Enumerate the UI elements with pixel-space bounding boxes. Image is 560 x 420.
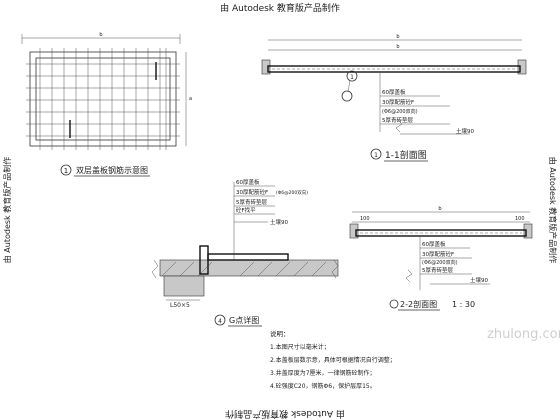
notes-item-2: 2.本盖板层数示意，具体可根据情况自行调整； [270, 356, 396, 364]
view1-dim-b: b [99, 32, 102, 38]
view4-right-support [523, 223, 533, 239]
view3-number: 4 [218, 318, 222, 325]
view3-number-circle [214, 314, 226, 326]
view4-scale: 1 : 30 [452, 300, 475, 309]
view1-number: 1 [64, 167, 68, 175]
view4-number-circle [389, 299, 399, 309]
view3-label-1: 60厚盖板 [236, 178, 260, 186]
view3-cover-plate [207, 253, 289, 261]
view4-label-2: 30厚配筋砼F [422, 250, 454, 258]
view1-rebar-grid [26, 48, 180, 150]
view1-title: 双层盖板钢筋示意图 [76, 165, 148, 175]
watermark-site: zhulong.com [487, 327, 560, 342]
notes-item-4: 4.砼强度C20，钢筋Φ6，保护层厚15。 [270, 382, 376, 390]
view3-ground-slab [159, 259, 339, 277]
view2-label-1: 60厚盖板 [382, 88, 406, 96]
view1-number-circle [60, 164, 72, 176]
notes-heading: 说明： [270, 329, 290, 338]
view1-inner-rect [35, 57, 171, 141]
view4-dim-b: b [438, 206, 441, 212]
view2-right-support [517, 59, 527, 75]
view3-title: G点详图 [229, 315, 259, 325]
view4-dim-right: 100 [515, 216, 525, 222]
notes-item-3: 3.井盖厚度为7厘米，一律钢筋砼制作； [270, 369, 376, 377]
view3-break-right [331, 259, 339, 279]
view2-detail-circle [341, 90, 353, 102]
view2-break-mark [395, 119, 403, 133]
view4-label-5: 土壤90 [470, 276, 488, 284]
view2-dim-b-sub: b [396, 44, 399, 50]
view3-detail-g: 60厚盖板 30厚配筋砼F (Φ6@200双向) 5厚青砖垫层 砼F找平 土壤9… [151, 178, 339, 327]
view3-foundation [163, 275, 205, 297]
view1-plan: b a 1 双层盖板钢筋示意图 [21, 32, 192, 177]
view3-label-5: 砼F找平 [236, 206, 256, 214]
view4-section-2-2: b 100 100 60厚盖板 30厚配筋砼F (Φ6@200双向) 5厚青砖垫… [349, 206, 533, 311]
view3-break-left [151, 259, 159, 279]
view4-label-4: 5厚青砖垫层 [422, 266, 453, 274]
view3-ground-hatch [161, 261, 327, 277]
view2-title: 1-1剖面图 [385, 149, 427, 161]
watermark-left: 由 Autodesk 教育版产品制作 [2, 157, 12, 263]
watermark-bottom: 由 Autodesk 教育版产品制作 [225, 408, 345, 420]
view2-label-2: 30厚配筋砼F [382, 98, 414, 106]
view2-label-4: 5厚青砖垫层 [382, 116, 413, 124]
view2-detail-leader [347, 79, 351, 93]
view2-left-support [261, 59, 271, 75]
view4-title: 2-2剖面图 [400, 299, 437, 309]
view2-section-1-1: b b 1 60厚盖板 30厚配筋砼F (Φ6@200双向) 5厚青砖垫层 土壤… [261, 34, 527, 162]
view4-label-3: (Φ6@200双向) [422, 259, 458, 266]
view4-left-support [349, 223, 359, 239]
view2-label-5: 土壤90 [456, 127, 474, 135]
notes-item-1: 1.本图尺寸以毫米计； [270, 343, 330, 351]
watermark-top: 由 Autodesk 教育版产品制作 [220, 2, 340, 14]
view4-label-1: 60厚盖板 [422, 240, 446, 248]
view4-break-mark [405, 269, 413, 283]
view1-dim-a: a [189, 96, 192, 102]
view3-label-4: 5厚青砖垫层 [236, 198, 267, 206]
watermark-right: 由 Autodesk 教育版产品制作 [548, 157, 558, 263]
view2-marker-circle [346, 70, 358, 82]
view4-slab [355, 229, 527, 237]
notes-block: 说明： 1.本图尺寸以毫米计； 2.本盖板层数示意，具体可根据情况自行调整； 3… [270, 329, 396, 390]
view2-label-3: (Φ6@200双向) [382, 108, 418, 115]
view3-label-2: 30厚配筋砼F [236, 188, 268, 196]
view2-marker: 1 [350, 74, 354, 81]
view3-angle-label: L50×5 [170, 302, 190, 309]
view2-slab [267, 65, 521, 73]
view1-outer-rect [29, 51, 177, 147]
view4-dim-left: 100 [360, 216, 370, 222]
view2-number-circle [370, 148, 382, 160]
view2-dim-b: b [396, 34, 399, 40]
view2-number: 1 [374, 152, 378, 159]
view3-label-3: (Φ6@200双向) [276, 189, 308, 196]
view3-label-6: 土壤90 [270, 218, 288, 226]
